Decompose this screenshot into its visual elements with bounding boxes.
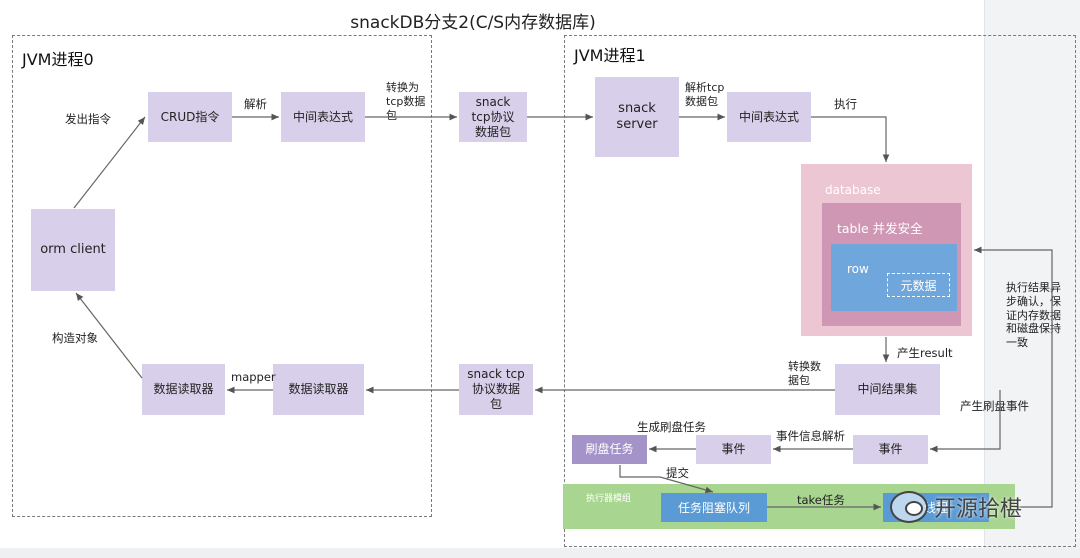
bottom-margin <box>0 548 1080 558</box>
label-convert-to-tcp: 转换为 tcp数据 包 <box>386 81 426 122</box>
arrow-reader-to-client <box>75 292 143 379</box>
tcp-packet-in-box: snack tcp 协议数据 包 <box>459 364 533 415</box>
intermediate-expression-right-box: 中间表达式 <box>727 92 811 142</box>
right-margin <box>984 0 1080 558</box>
jvm-process-1-frame <box>564 35 1076 547</box>
intermediate-result-set-box: 中间结果集 <box>835 364 940 415</box>
watermark-text: 开源拾椹 <box>934 497 1023 522</box>
database-label: database <box>825 183 881 197</box>
diagram-title: snackDB分支2(C/S内存数据库) <box>350 13 596 33</box>
executor-module-label: 执行器模组 <box>586 494 632 504</box>
intermediate-expression-left-box: 中间表达式 <box>281 92 365 142</box>
tcp-packet-out-box: snack tcp协议 数据包 <box>459 92 527 142</box>
jvm-process-0-label: JVM进程0 <box>22 50 94 69</box>
arrow-client-to-crud <box>73 116 146 209</box>
flush-task-box: 刷盘任务 <box>572 435 647 464</box>
label-parse-tcp: 解析tcp 数据包 <box>685 81 725 108</box>
row-container <box>831 244 957 311</box>
label-flush-event: 产生刷盘事件 <box>960 399 1029 413</box>
label-take-task: take任务 <box>797 493 845 507</box>
label-parse: 解析 <box>244 97 267 111</box>
snack-server-box: snack server <box>595 77 679 157</box>
label-produce-result: 产生result <box>897 346 953 360</box>
metadata-box: 元数据 <box>887 273 950 297</box>
event-middle-box: 事件 <box>696 435 771 464</box>
label-mapper: mapper <box>231 370 276 384</box>
orm-client-box: orm client <box>31 209 115 291</box>
arrow-expr-to-database <box>811 116 890 162</box>
event-right-box: 事件 <box>853 435 928 464</box>
row-label: row <box>847 262 869 276</box>
label-build-object: 构造对象 <box>52 331 98 345</box>
data-reader-right-box: 数据读取器 <box>273 364 364 415</box>
table-label: table 并发安全 <box>837 221 923 236</box>
label-execute: 执行 <box>834 97 857 111</box>
arrow-flush-event <box>930 390 1001 453</box>
wechat-icon <box>890 491 928 523</box>
crud-command-box: CRUD指令 <box>148 92 232 142</box>
label-event-parse: 事件信息解析 <box>776 429 845 443</box>
jvm-process-0-frame <box>12 35 432 517</box>
jvm-process-1-label: JVM进程1 <box>574 46 646 65</box>
data-reader-left-box: 数据读取器 <box>142 364 225 415</box>
label-generate-flush: 生成刷盘任务 <box>637 420 706 434</box>
label-send-command: 发出指令 <box>65 112 111 126</box>
arrow-flush-to-queue <box>619 465 714 494</box>
task-blocking-queue-box: 任务阻塞队列 <box>661 493 767 522</box>
label-submit: 提交 <box>666 466 689 480</box>
label-async-confirm: 执行结果异 步确认，保 证内存数据 和磁盘保持 一致 <box>1006 281 1061 349</box>
watermark: 开源拾椹 <box>890 491 1022 523</box>
label-convert-to-packet: 转换数 据包 <box>788 360 821 387</box>
arrow-async-confirm <box>974 246 1053 508</box>
